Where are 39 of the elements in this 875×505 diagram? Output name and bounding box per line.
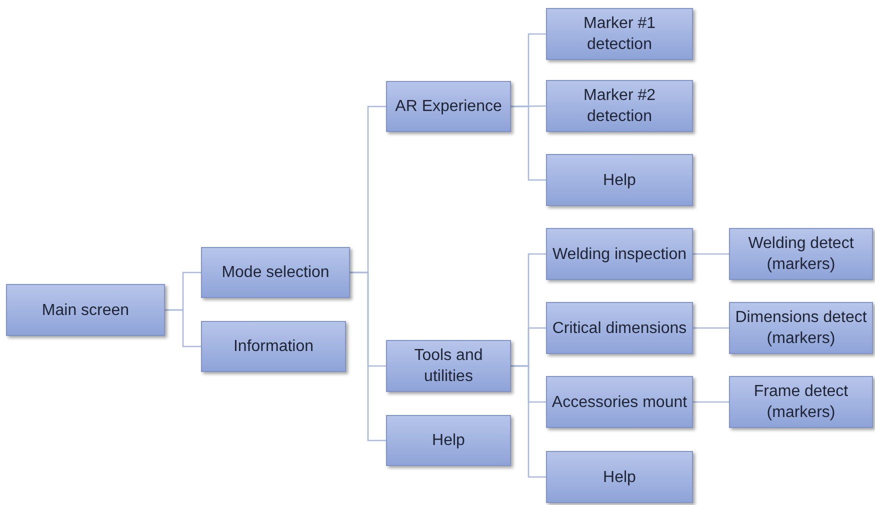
connector-line — [693, 401, 729, 403]
connector-line — [350, 272, 386, 442]
box-label: Help — [603, 170, 636, 190]
box-label: Welding inspection — [552, 244, 686, 264]
process-box — [729, 376, 873, 428]
connector-line — [165, 309, 201, 348]
process-box — [729, 228, 873, 280]
process-box — [546, 8, 693, 60]
box-label: Dimensions detect (markers) — [734, 308, 868, 349]
process-box — [386, 340, 511, 392]
connector-line — [693, 253, 729, 255]
process-box — [386, 415, 511, 466]
box-label: Mode selection — [222, 263, 330, 283]
connector-line — [693, 327, 729, 329]
box-label: Marker #2 detection — [582, 86, 657, 127]
process-box — [546, 451, 693, 503]
box-label: AR Experience — [395, 97, 502, 117]
connector-line — [511, 365, 546, 478]
box-label: Information — [233, 337, 314, 357]
connector-line — [511, 106, 546, 181]
process-box — [546, 154, 693, 206]
box-label: Frame detect (markers) — [752, 382, 850, 423]
process-box — [546, 228, 693, 280]
box-label: Welding detect (markers) — [747, 234, 855, 275]
box-label: Tools and utilities — [413, 346, 484, 387]
box-label: Marker #1 detection — [582, 14, 657, 55]
process-box — [729, 302, 873, 354]
process-box — [6, 284, 165, 336]
box-label: Help — [432, 431, 465, 451]
box-label: Help — [603, 468, 636, 488]
process-box — [546, 80, 693, 132]
box-label: Critical dimensions — [552, 318, 687, 338]
box-label: Accessories mount — [552, 392, 688, 412]
process-box — [201, 321, 346, 372]
box-label: Main screen — [42, 300, 130, 320]
process-box — [546, 376, 693, 428]
process-box — [386, 81, 511, 132]
process-box — [546, 302, 693, 354]
process-box — [201, 247, 350, 298]
